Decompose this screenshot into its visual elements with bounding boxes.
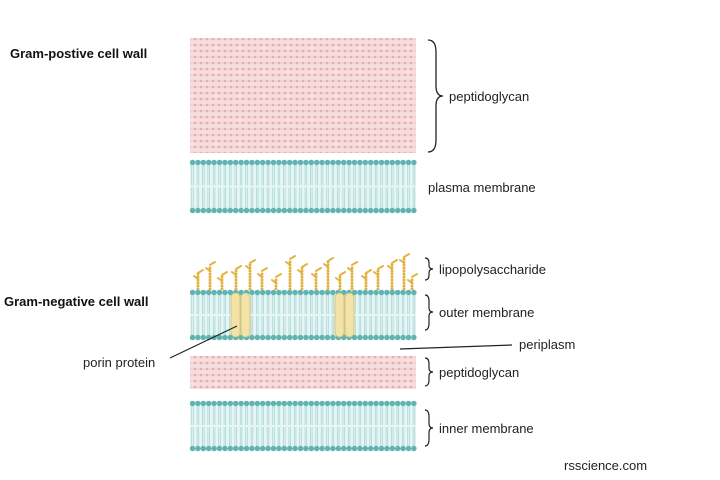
inner-membrane-label: inner membrane bbox=[439, 421, 534, 436]
peptidoglycan-negative-label: peptidoglycan bbox=[439, 365, 520, 380]
gram-negative-peptidoglycan-layer bbox=[190, 356, 416, 389]
gram-positive-title: Gram-postive cell wall bbox=[10, 46, 148, 61]
outer-membrane-brace bbox=[424, 294, 434, 331]
gram-negative-title: Gram-negative cell wall bbox=[4, 294, 149, 309]
plasma-membrane-bilayer bbox=[189, 159, 417, 214]
periplasm-leader-line bbox=[399, 344, 513, 350]
periplasm-label: periplasm bbox=[519, 337, 576, 352]
plasma-membrane-label: plasma membrane bbox=[428, 180, 536, 195]
porin-protein-left bbox=[230, 292, 251, 338]
lipopolysaccharide-label: lipopolysaccharide bbox=[439, 262, 546, 277]
lipopolysaccharide-chains bbox=[193, 253, 418, 291]
peptidoglycan-brace bbox=[427, 39, 444, 153]
porin-leader-line bbox=[169, 325, 238, 359]
porin-protein-right bbox=[334, 292, 355, 338]
inner-membrane-bilayer bbox=[189, 400, 417, 452]
inner-membrane-brace bbox=[424, 409, 434, 447]
peptidoglycan-label: peptidoglycan bbox=[449, 89, 530, 104]
gram-positive-peptidoglycan-layer bbox=[190, 38, 416, 153]
peptidoglycan-negative-brace bbox=[424, 357, 434, 387]
porin-protein-label: porin protein bbox=[83, 355, 156, 370]
credit-text: rsscience.com bbox=[564, 458, 648, 473]
lipopolysaccharide-brace bbox=[424, 257, 434, 281]
outer-membrane-label: outer membrane bbox=[439, 305, 535, 320]
